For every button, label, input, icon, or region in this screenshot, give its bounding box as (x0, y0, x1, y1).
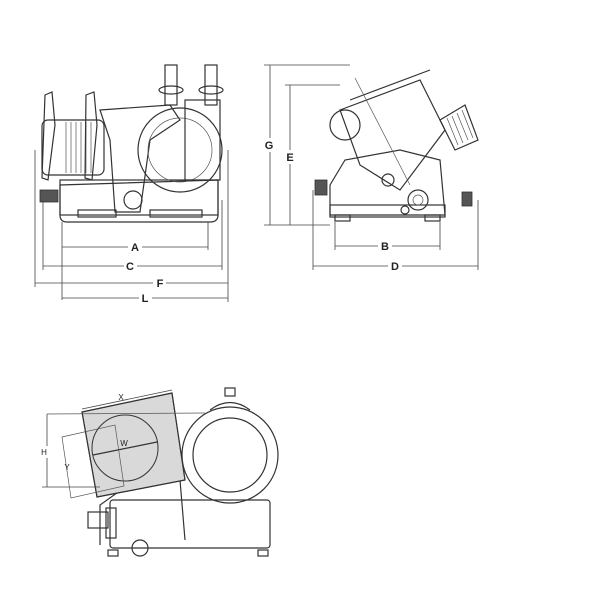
knob-icon (461, 191, 473, 207)
knob-icon (39, 189, 59, 203)
dimension-label-d: D (391, 261, 399, 273)
dimension-label-w: W (120, 439, 128, 448)
side-view (314, 69, 479, 222)
dimension-label-g: G (265, 140, 274, 152)
dimension-label-f: F (157, 278, 164, 290)
capacity-view (46, 387, 279, 557)
side-view-dimensions: G E B D (264, 64, 479, 273)
dimension-label-y: Y (64, 463, 70, 472)
front-view (39, 64, 224, 223)
dimension-label-l: L (142, 293, 149, 305)
knob-icon (314, 179, 328, 196)
dimension-label-e: E (286, 152, 293, 164)
dimension-label-c: C (126, 261, 134, 273)
front-view-dimensions: A C F L (34, 150, 229, 305)
dimension-label-b: B (381, 241, 389, 253)
capacity-view-dimensions: X W H Y (41, 389, 173, 488)
dimension-label-a: A (131, 242, 139, 254)
dimension-label-h: H (41, 448, 47, 457)
dimension-label-x: X (118, 393, 124, 402)
